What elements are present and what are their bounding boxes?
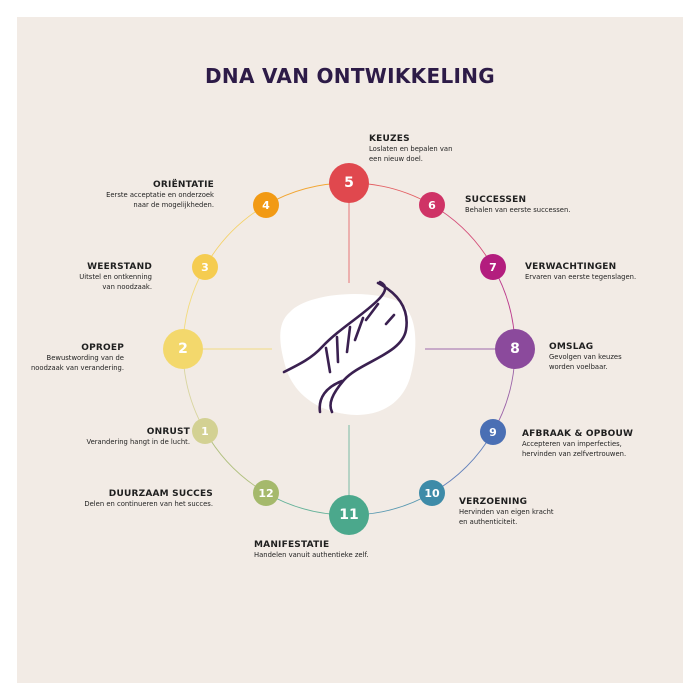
step-node-8: 8 [495,329,535,369]
step-description: Handelen vanuit authentieke zelf. [254,551,369,559]
step-description: Ervaren van eerste tegenslagen. [525,273,637,281]
step-title: OPROEP [81,343,124,353]
step-node-5: 5 [329,163,369,203]
step-description: worden voelbaar. [549,362,608,371]
step-title: MANIFESTATIE [254,540,330,550]
step-title: AFBRAAK & OPBOUW [522,429,634,439]
center-blob [280,293,416,415]
step-description: Delen en continueren van het succes. [84,500,213,508]
step-node-7: 7 [480,254,506,280]
step-description: naar de mogelijkheden. [133,200,214,209]
step-node-1: 1 [192,418,218,444]
step-node-12: 12 [253,480,279,506]
step-description: noodzaak van verandering. [30,363,124,372]
step-description: een nieuw doel. [369,154,423,163]
dna-helix-icon [282,280,408,414]
step-description: hervinden van zelfvertrouwen. [522,449,627,458]
step-description: Eerste acceptatie en onderzoek [106,191,214,199]
step-description: Gevolgen van keuzes [549,353,622,361]
step-title: KEUZES [369,134,410,144]
step-node-6: 6 [419,192,445,218]
step-title: ONRUST [146,427,190,437]
step-title: VERZOENING [459,497,528,507]
step-title: VERWACHTINGEN [525,262,617,272]
step-description: Behalen van eerste successen. [465,206,571,214]
step-title: WEERSTAND [87,262,152,272]
step-node-11: 11 [329,495,369,535]
step-description: Uitstel en ontkenning [79,273,152,281]
step-description: van noodzaak. [102,282,152,291]
page-title: DNA VAN ONTWIKKELING [205,64,495,88]
step-node-3: 3 [192,254,218,280]
step-title: ORIËNTATIE [153,180,214,190]
step-node-9: 9 [480,419,506,445]
step-description: Accepteren van imperfecties, [522,440,622,448]
step-description: Loslaten en bepalen van [369,145,453,153]
step-description: Hervinden van eigen kracht [459,508,554,516]
step-title: SUCCESSEN [465,195,527,205]
step-node-4: 4 [253,192,279,218]
step-description: Verandering hangt in de lucht. [86,438,190,446]
step-node-2: 2 [163,329,203,369]
step-description: en authenticiteit. [459,517,518,526]
step-title: DUURZAAM SUCCES [108,489,213,499]
step-title: OMSLAG [549,342,594,352]
step-description: Bewustwording van de [46,354,124,362]
step-node-10: 10 [419,480,445,506]
